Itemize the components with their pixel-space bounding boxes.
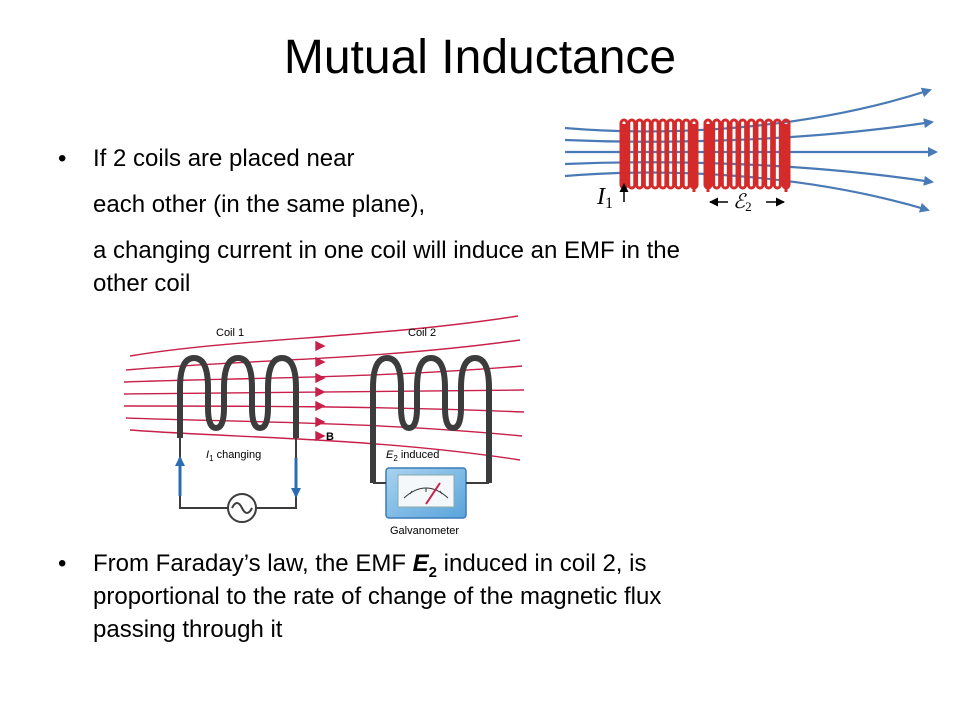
top-field-lines xyxy=(564,87,938,213)
field-line xyxy=(564,118,934,143)
field-arrowhead xyxy=(315,430,326,442)
coil2-winding xyxy=(370,355,492,483)
coil2-turn xyxy=(720,118,730,190)
top-coil-leads xyxy=(622,124,788,192)
coil2-turn xyxy=(729,118,739,190)
field-arrowhead xyxy=(315,356,326,368)
i1-changing-label: I1 changing xyxy=(206,449,261,463)
bullet2-text-a: From Faraday’s law, the EMF xyxy=(93,550,413,577)
coil1-turn xyxy=(627,118,637,190)
coil1-winding xyxy=(177,355,299,438)
coil1-turn xyxy=(650,118,660,190)
coil2-label: Coil 2 xyxy=(408,327,436,339)
field-line xyxy=(564,87,932,133)
top-coil-figure: I1 ℰ2 xyxy=(564,87,938,214)
field-line xyxy=(125,417,523,437)
coil2-turn xyxy=(738,118,748,190)
coil-galvanometer-figure: Coil 1 Coil 2 B I1 changing E2 induced G… xyxy=(123,315,525,537)
coil1-turn xyxy=(642,118,652,190)
field-line xyxy=(125,339,521,371)
coil2-turn xyxy=(764,118,774,190)
bullet-marker-2: • xyxy=(58,550,67,577)
coil2-turn xyxy=(712,118,722,190)
bullet1-line3: a changing current in one coil will indu… xyxy=(93,237,680,264)
field-arrowhead xyxy=(315,372,326,384)
bullet2-line3: passing through it xyxy=(93,616,283,643)
bullet2-text-b: induced in coil 2, is xyxy=(437,550,647,577)
coil1-circuit-right xyxy=(256,438,297,509)
ac-source-wave xyxy=(231,502,253,514)
bullet2-line2: proportional to the rate of change of th… xyxy=(93,583,662,610)
coil1-label: Coil 1 xyxy=(216,327,244,339)
current-label: I1 xyxy=(596,184,613,212)
field-arrowhead xyxy=(315,386,326,398)
galvanometer xyxy=(385,467,467,519)
field-line xyxy=(564,171,930,213)
coil2-turn xyxy=(746,118,756,190)
bullet2-line1: From Faraday’s law, the EMF E2 induced i… xyxy=(93,548,646,588)
field-line xyxy=(123,389,525,395)
field-line xyxy=(129,429,521,461)
field-line xyxy=(564,161,934,186)
top-coils xyxy=(619,118,791,190)
field-line xyxy=(129,315,519,357)
field-arrowhead xyxy=(315,340,326,352)
galvanometer-label: Galvanometer xyxy=(390,525,459,537)
bullet1-line1: If 2 coils are placed near xyxy=(93,145,355,172)
emf-subscript: 2 xyxy=(428,563,438,581)
coil1-turn xyxy=(673,118,683,190)
coil1-turn xyxy=(658,118,668,190)
e2-induced-label: E2 induced xyxy=(386,449,439,463)
magnetic-field-lines xyxy=(123,315,525,461)
coil1-turn xyxy=(666,118,676,190)
field-line xyxy=(123,405,525,413)
field-label: B xyxy=(326,431,334,443)
field-arrowhead xyxy=(315,416,326,428)
emf-symbol: E xyxy=(412,550,429,577)
bullet1-line2: each other (in the same plane), xyxy=(93,191,426,218)
emf-label: ℰ2 xyxy=(733,191,752,214)
bullet-marker-1: • xyxy=(58,145,67,172)
coil2-turn xyxy=(772,118,782,190)
coil2-turn xyxy=(755,118,765,190)
coil1-turn xyxy=(635,118,645,190)
coil1-turn xyxy=(681,118,691,190)
field-arrowhead xyxy=(315,400,326,412)
bullet1-line4: other coil xyxy=(93,270,191,297)
slide-title: Mutual Inductance xyxy=(283,31,677,84)
